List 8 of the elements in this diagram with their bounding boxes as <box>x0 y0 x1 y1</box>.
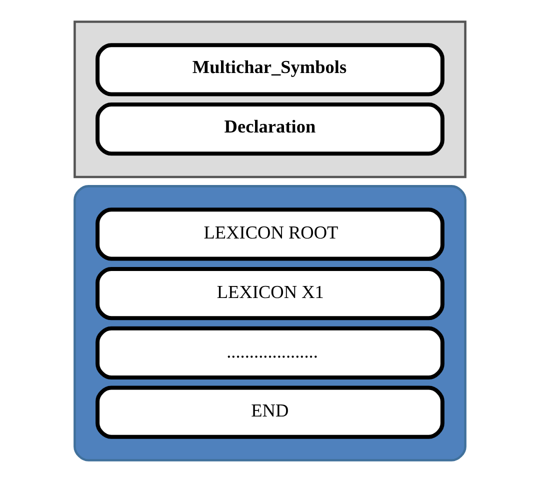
cluster <box>73 20 466 178</box>
node-box: .................... <box>95 326 444 380</box>
node-box: Declaration <box>95 102 444 156</box>
node-box: END <box>95 386 444 439</box>
node-box: LEXICON X1 <box>95 266 444 320</box>
node-box: LEXICON ROOT <box>95 208 444 261</box>
cluster <box>73 185 466 462</box>
node-box: Multichar_Symbols <box>95 43 444 96</box>
